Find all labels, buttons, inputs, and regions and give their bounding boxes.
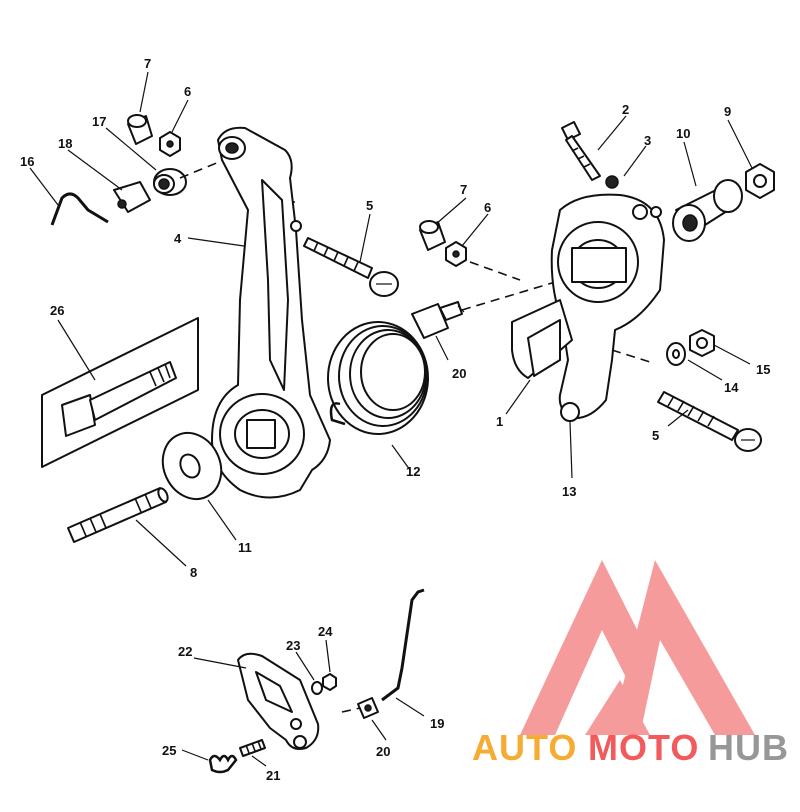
callout-12: 12 [406, 464, 420, 479]
callout-14: 14 [724, 380, 739, 395]
stud-part [67, 487, 169, 543]
washer-part-tiny [311, 681, 323, 695]
callout-18: 18 [58, 136, 72, 151]
throttle-lever-part [511, 193, 665, 422]
callout-6-left: 6 [184, 84, 191, 99]
washer-part [161, 431, 223, 501]
callout-5-lower: 5 [652, 428, 659, 443]
nut-part-right [445, 241, 467, 267]
callout-20-upper: 20 [452, 366, 466, 381]
callout-4: 4 [174, 231, 182, 246]
callout-16: 16 [20, 154, 34, 169]
screw-part-small [561, 121, 601, 181]
nut-part-tiny [322, 673, 337, 691]
bracket-part [237, 652, 320, 750]
hex-nut-part [689, 329, 715, 357]
clip-part [50, 192, 109, 226]
small-stud-part [239, 739, 266, 757]
callout-6-right: 6 [484, 200, 491, 215]
spring-part [327, 321, 429, 435]
callout-13: 13 [562, 484, 576, 499]
callout-9: 9 [724, 104, 731, 119]
callout-2: 2 [622, 102, 629, 117]
callout-23: 23 [286, 638, 300, 653]
callout-17: 17 [92, 114, 106, 129]
small-nut-part [605, 175, 619, 189]
cap-part-right [419, 220, 446, 251]
callout-10: 10 [676, 126, 690, 141]
callout-7-right: 7 [460, 182, 467, 197]
bushing-part-right [672, 179, 743, 242]
rod-part [381, 588, 425, 702]
callout-8: 8 [190, 565, 197, 580]
connector-part-upper [411, 301, 465, 339]
callout-24: 24 [318, 624, 333, 639]
connector-part-lower [341, 697, 379, 719]
callout-26: 26 [50, 303, 64, 318]
callout-3: 3 [644, 133, 651, 148]
watermark-text-moto: MOTO [588, 727, 699, 768]
screw-part-upper [303, 237, 399, 297]
swivel-part [113, 181, 151, 213]
watermark-logo [520, 560, 755, 735]
callout-11: 11 [238, 540, 252, 555]
bushing-part [153, 168, 187, 196]
callout-20-lower: 20 [376, 744, 390, 759]
callout-7-left: 7 [144, 56, 151, 71]
callout-5-upper: 5 [366, 198, 373, 213]
spring-clip-part [208, 754, 238, 774]
callout-19: 19 [430, 716, 444, 731]
callout-25: 25 [162, 743, 176, 758]
bolt-inset-box [41, 317, 199, 468]
screw-part-lower [657, 391, 762, 452]
callout-22: 22 [178, 644, 192, 659]
watermark-text-auto: AUTO [472, 727, 577, 768]
callout-15: 15 [756, 362, 770, 377]
lever-arm-part [211, 126, 331, 499]
callout-1: 1 [496, 414, 503, 429]
cap-part-left [127, 114, 153, 145]
callout-21: 21 [266, 768, 280, 783]
washer-part-small [666, 342, 686, 366]
watermark-text-hub: HUB [708, 727, 789, 768]
large-nut-part [745, 163, 775, 199]
leader-lines [29, 71, 753, 767]
nut-part-left [159, 131, 181, 157]
